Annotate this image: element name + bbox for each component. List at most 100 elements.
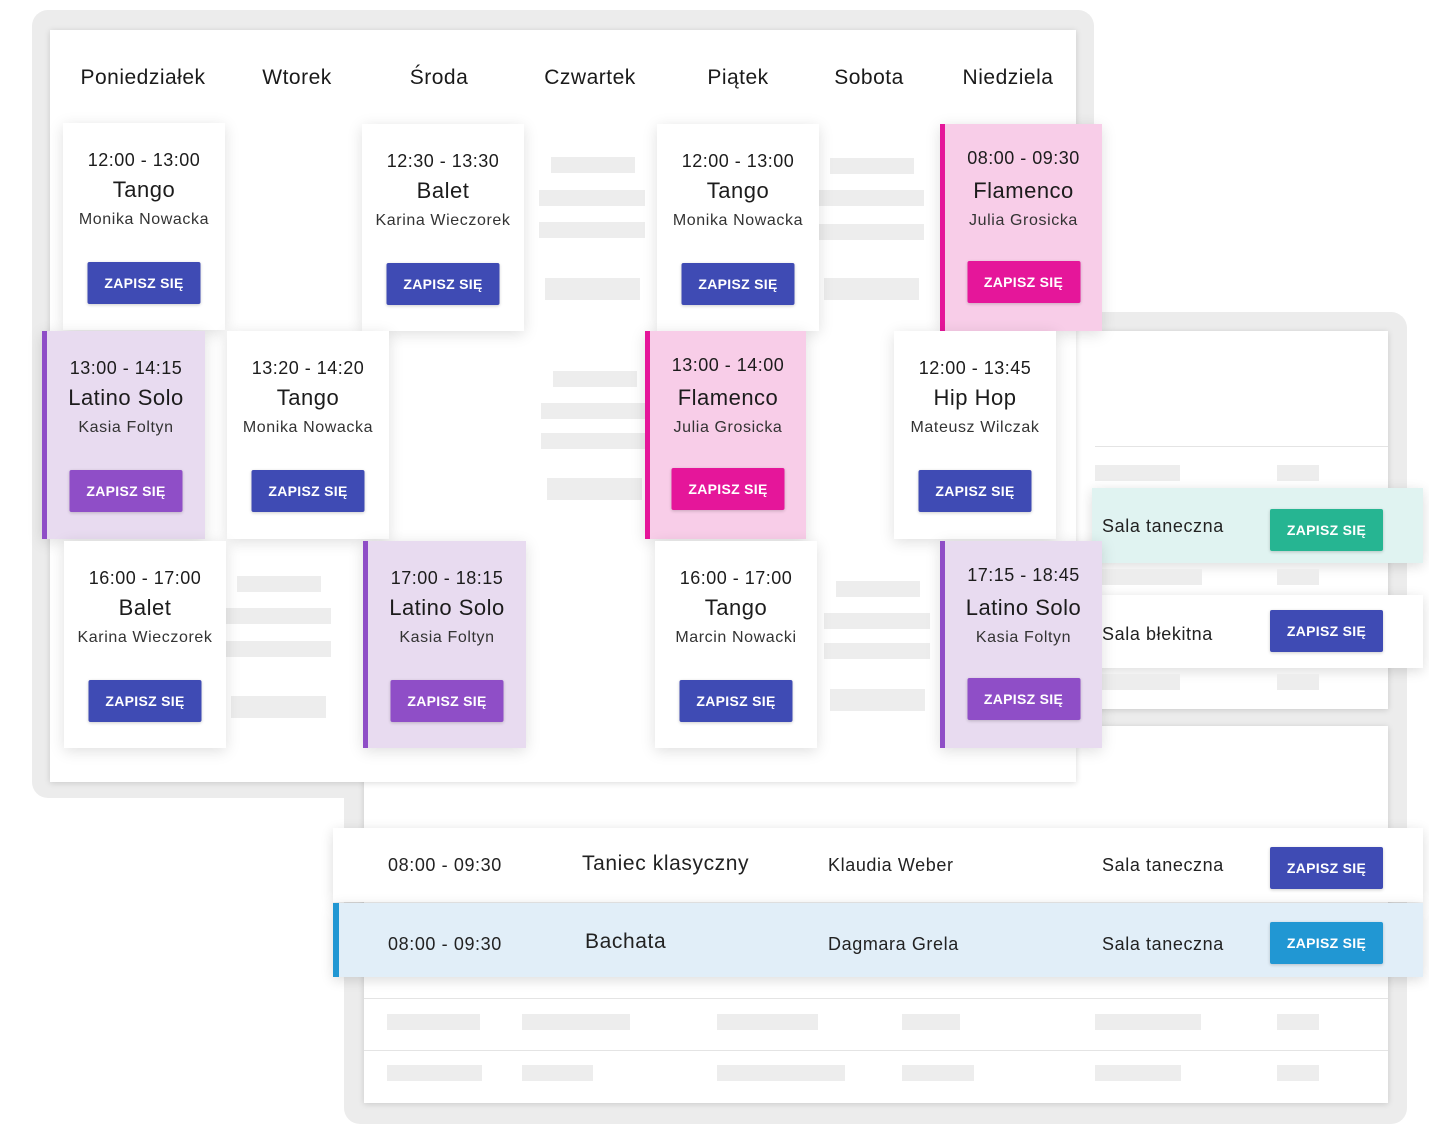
placeholder-bar: [824, 278, 919, 300]
class-time: 13:00 - 14:15: [69, 358, 183, 378]
sign-up-button[interactable]: ZAPISZ SIĘ: [918, 470, 1032, 512]
placeholder-bar: [547, 478, 642, 500]
class-teacher: Kasia Foltyn: [975, 629, 1072, 646]
sign-up-button[interactable]: ZAPISZ SIĘ: [1270, 922, 1383, 964]
class-card-flamenco: 08:00 - 09:30 Flamenco Julia Grosicka ZA…: [940, 124, 1102, 331]
class-card-balet: 16:00 - 17:00 Balet Karina Wieczorek ZAP…: [64, 541, 226, 748]
class-name: Taniec klasyczny: [582, 852, 750, 875]
class-teacher: Mateusz Wilczak: [910, 419, 1040, 436]
placeholder-bar: [553, 371, 637, 387]
placeholder-bar: [830, 158, 914, 174]
class-teacher: Marcin Nowacki: [675, 629, 797, 646]
class-time: 13:20 - 14:20: [251, 358, 365, 378]
sign-up-button[interactable]: ZAPISZ SIĘ: [251, 470, 365, 512]
placeholder-bar: [1095, 1065, 1181, 1081]
placeholder-bar: [902, 1014, 960, 1030]
placeholder-bar: [231, 696, 326, 718]
placeholder-bar: [830, 689, 925, 711]
class-time: 12:00 - 13:00: [681, 151, 795, 171]
class-teacher: Karina Wieczorek: [77, 629, 213, 646]
placeholder-bar: [225, 608, 331, 624]
class-teacher: Dagmara Grela: [828, 934, 959, 954]
room-name: Sala taneczna: [1102, 516, 1224, 536]
placeholder-bar: [541, 433, 647, 449]
class-card-latino-solo: 13:00 - 14:15 Latino Solo Kasia Foltyn Z…: [42, 331, 205, 539]
placeholder-bar: [387, 1065, 482, 1081]
class-card-tango: 13:20 - 14:20 Tango Monika Nowacka ZAPIS…: [227, 331, 389, 539]
class-teacher: Kasia Foltyn: [399, 629, 495, 646]
class-teacher: Karina Wieczorek: [375, 212, 511, 229]
class-teacher: Kasia Foltyn: [78, 419, 174, 436]
placeholder-bar: [545, 278, 640, 300]
class-name: Latino Solo: [68, 385, 184, 410]
sign-up-button[interactable]: ZAPISZ SIĘ: [1270, 509, 1383, 551]
sign-up-button[interactable]: ZAPISZ SIĘ: [390, 680, 504, 722]
class-teacher: Julia Grosicka: [969, 212, 1078, 229]
day-header-saturday: Sobota: [834, 66, 904, 89]
sign-up-button[interactable]: ZAPISZ SIĘ: [671, 468, 785, 510]
room-row-sala-blekitna[interactable]: Sala błekitna ZAPISZ SIĘ: [1092, 595, 1423, 668]
sign-up-button[interactable]: ZAPISZ SIĘ: [87, 262, 201, 304]
day-header-friday: Piątek: [707, 66, 769, 89]
placeholder-bar: [522, 1014, 630, 1030]
class-name: Flamenco: [973, 178, 1074, 203]
sign-up-button[interactable]: ZAPISZ SIĘ: [386, 263, 500, 305]
divider: [364, 998, 1388, 999]
class-name: Tango: [112, 177, 176, 202]
placeholder-bar: [818, 190, 924, 206]
placeholder-bar: [541, 403, 647, 419]
class-time: 17:15 - 18:45: [967, 565, 1080, 585]
class-name: Latino Solo: [389, 595, 505, 620]
placeholder-bar: [836, 581, 920, 597]
class-name: Flamenco: [677, 385, 779, 410]
placeholder-bar: [387, 1014, 480, 1030]
placeholder-bar: [902, 1065, 974, 1081]
class-card-tango: 16:00 - 17:00 Tango Marcin Nowacki ZAPIS…: [655, 541, 817, 748]
class-time: 16:00 - 17:00: [679, 568, 793, 588]
placeholder-bar: [225, 641, 331, 657]
class-name: Tango: [706, 178, 770, 203]
sign-up-button[interactable]: ZAPISZ SIĘ: [967, 678, 1080, 720]
class-card-latino-solo: 17:15 - 18:45 Latino Solo Kasia Foltyn Z…: [940, 541, 1102, 748]
class-time: 17:00 - 18:15: [390, 568, 504, 588]
class-time: 12:30 - 13:30: [386, 151, 500, 171]
placeholder-bar: [1277, 674, 1319, 690]
class-card-balet: 12:30 - 13:30 Balet Karina Wieczorek ZAP…: [362, 124, 524, 331]
placeholder-bar: [1277, 1065, 1319, 1081]
day-header-monday: Poniedziałek: [80, 66, 206, 89]
class-name: Tango: [704, 595, 768, 620]
sign-up-button[interactable]: ZAPISZ SIĘ: [88, 680, 202, 722]
sign-up-button[interactable]: ZAPISZ SIĘ: [1270, 847, 1383, 889]
sign-up-button[interactable]: ZAPISZ SIĘ: [679, 680, 793, 722]
placeholder-bar: [717, 1014, 818, 1030]
placeholder-bar: [1277, 465, 1319, 481]
sign-up-button[interactable]: ZAPISZ SIĘ: [69, 470, 183, 512]
class-name: Balet: [416, 178, 470, 203]
list-row-taniec-klasyczny[interactable]: 08:00 - 09:30 Taniec klasyczny Klaudia W…: [333, 828, 1423, 902]
class-room: Sala taneczna: [1102, 855, 1224, 875]
placeholder-bar: [237, 576, 321, 592]
class-teacher: Julia Grosicka: [673, 419, 783, 436]
class-card-hip-hop: 12:00 - 13:45 Hip Hop Mateusz Wilczak ZA…: [894, 331, 1056, 539]
class-room: Sala taneczna: [1102, 934, 1224, 954]
class-card-flamenco: 13:00 - 14:00 Flamenco Julia Grosicka ZA…: [645, 331, 806, 539]
class-time: 12:00 - 13:45: [918, 358, 1032, 378]
class-card-tango: 12:00 - 13:00 Tango Monika Nowacka ZAPIS…: [657, 124, 819, 331]
sign-up-button[interactable]: ZAPISZ SIĘ: [1270, 610, 1383, 652]
room-row-sala-taneczna[interactable]: Sala taneczna ZAPISZ SIĘ: [1092, 488, 1423, 563]
placeholder-bar: [551, 157, 635, 173]
sign-up-button[interactable]: ZAPISZ SIĘ: [967, 261, 1080, 303]
class-name: Bachata: [585, 930, 667, 953]
class-name: Latino Solo: [965, 595, 1082, 620]
class-name: Balet: [118, 595, 172, 620]
placeholder-bar: [818, 224, 924, 240]
placeholder-bar: [539, 190, 645, 206]
placeholder-bar: [1277, 1014, 1319, 1030]
sign-up-button[interactable]: ZAPISZ SIĘ: [681, 263, 795, 305]
class-name: Tango: [276, 385, 340, 410]
class-time: 16:00 - 17:00: [88, 568, 202, 588]
list-row-bachata[interactable]: 08:00 - 09:30 Bachata Dagmara Grela Sala…: [333, 903, 1423, 977]
placeholder-bar: [824, 613, 930, 629]
placeholder-bar: [539, 222, 645, 238]
class-time: 12:00 - 13:00: [87, 150, 201, 170]
